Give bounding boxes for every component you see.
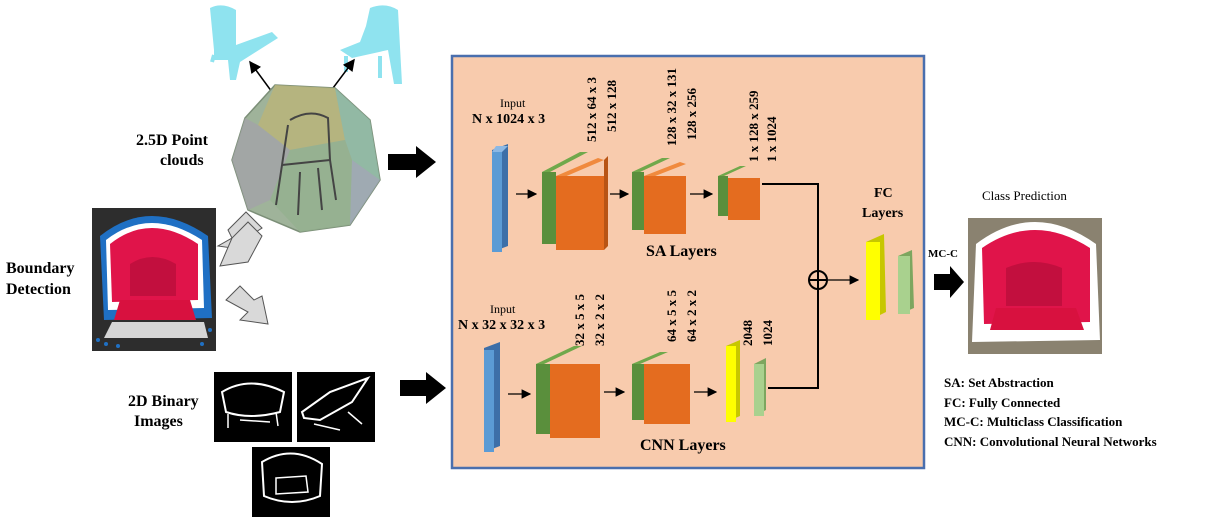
gray-arrow-to-boundary [216, 211, 263, 267]
binary-image-1 [214, 372, 292, 442]
class-prediction-photo [968, 218, 1102, 354]
cnn-dim-2: 32 x 2 x 2 [592, 294, 607, 346]
legend: SA: Set Abstraction FC: Fully Connected … [944, 373, 1157, 451]
sa-block-3 [718, 166, 760, 220]
fc-title-line1: FC [874, 186, 893, 201]
sa-input-label: Input [500, 96, 526, 110]
sa-layers-title: SA Layers [646, 243, 717, 260]
sa-block-1 [542, 152, 608, 250]
binary-image-3 [252, 447, 330, 517]
legend-item-fc: FC: Fully Connected [944, 394, 1061, 410]
sa-dim-3: 128 x 32 x 131 [664, 68, 679, 146]
cnn-dim-4: 64 x 2 x 2 [684, 290, 699, 342]
output-arrow [934, 266, 964, 298]
fc-green-bar [898, 250, 914, 314]
chair-view-left [210, 5, 278, 80]
cnn-connector [768, 290, 819, 389]
cnn-dim-6: 1024 [760, 320, 775, 346]
point-cloud-polyhedron [231, 84, 381, 233]
fc-title-line2: Layers [862, 206, 904, 221]
binary-label-line1: 2D Binary [128, 393, 199, 410]
legend-item-sa: SA: Set Abstraction [944, 375, 1054, 390]
point-clouds-label-line2: clouds [160, 152, 204, 169]
sa-connector [762, 183, 819, 270]
legend-item-cnn: CNN: Convolutional Neural Networks [944, 433, 1157, 449]
cnn-dim-5: 2048 [740, 320, 755, 346]
mcc-output-label: MC-C [928, 248, 958, 260]
sa-dim-6: 1 x 1024 [764, 116, 779, 163]
cnn-input-shape: N x 32 x 32 x 3 [458, 318, 546, 333]
arrow-into-cnn-branch [400, 372, 446, 404]
boundary-label-line1: Boundary [6, 260, 75, 277]
sa-dim-5: 1 x 128 x 259 [746, 90, 761, 163]
cnn-block-2 [632, 352, 690, 424]
point-clouds-label-line1: 2.5D Point [136, 132, 208, 149]
view-arrow-left [249, 60, 273, 93]
sa-dim-4: 128 x 256 [684, 88, 699, 140]
sa-block-2 [632, 158, 686, 234]
cnn-dim-3: 64 x 5 x 5 [664, 290, 679, 342]
cnn-fc-yellow [726, 340, 740, 422]
binary-image-2 [297, 372, 375, 442]
chair-view-right [340, 5, 402, 84]
cnn-dim-1: 32 x 5 x 5 [572, 294, 587, 346]
cnn-layers-title: CNN Layers [640, 437, 726, 454]
sa-dim-2: 512 x 128 [604, 80, 619, 132]
cnn-fc-green [754, 358, 766, 416]
sa-dim-1: 512 x 64 x 3 [584, 77, 599, 142]
class-prediction-title: Class Prediction [982, 188, 1067, 203]
cnn-input-label: Input [490, 302, 516, 316]
fc-yellow-bar [866, 234, 886, 320]
view-arrow-right [329, 58, 355, 93]
binary-label-line2: Images [134, 413, 183, 430]
boundary-detection-photo [92, 208, 216, 351]
cnn-block-1 [536, 346, 600, 438]
sa-input-bar [492, 144, 508, 252]
boundary-label-line2: Detection [6, 281, 71, 298]
gray-arrow-to-binary [225, 285, 269, 325]
concat-symbol [808, 270, 828, 290]
arrow-into-sa-branch [388, 146, 436, 178]
legend-item-mcc: MC-C: Multiclass Classification [944, 414, 1123, 429]
cnn-input-bar [484, 342, 500, 452]
sa-input-shape: N x 1024 x 3 [472, 112, 546, 127]
